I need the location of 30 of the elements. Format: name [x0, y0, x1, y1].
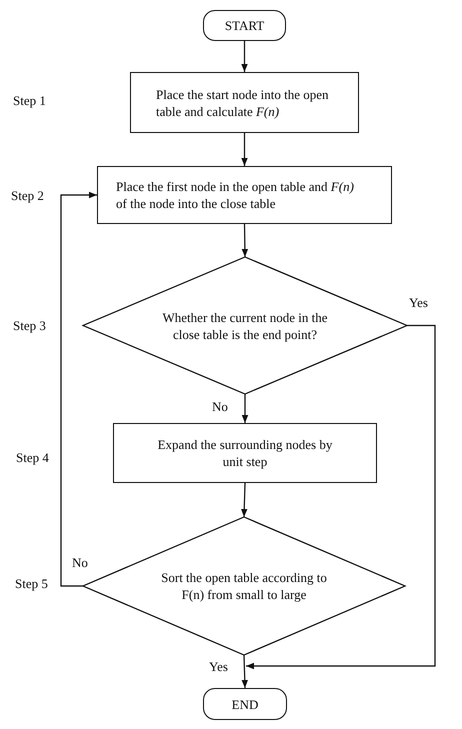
node-text: Place the first node in the open table and F(n) of the node into the close table [116, 178, 355, 212]
node-text: Sort the open table according to F(n) from small to large [160, 569, 328, 603]
node-text: Expand the surrounding nodes by unit step [156, 436, 334, 470]
node-text: START [224, 17, 264, 34]
terminal-box [203, 10, 286, 41]
edge-label: No [72, 555, 88, 570]
step-label: Step 1 [13, 93, 46, 108]
arrow [242, 394, 248, 423]
process-box [113, 423, 377, 483]
step-label: Step 3 [13, 318, 46, 333]
step-label: Step 4 [16, 450, 49, 465]
node-text: END [232, 696, 258, 712]
arrow [242, 224, 248, 257]
step-label: Step 5 [15, 576, 48, 591]
arrow [60, 192, 97, 587]
edge-label: No [212, 399, 228, 414]
arrow [241, 133, 248, 166]
edge-label: Yes [409, 295, 428, 310]
arrow [241, 41, 248, 72]
node-text: Place the start node into the open table and calculate F(n) [156, 86, 330, 120]
decision-diamond [83, 257, 407, 394]
process-box [97, 166, 392, 224]
process-box [130, 72, 359, 133]
arrow [246, 324, 436, 670]
terminal-box [203, 688, 287, 720]
node-text: Whether the current node in the close table is the end point? [162, 308, 328, 342]
arrow [241, 482, 248, 518]
edge-label: Yes [209, 659, 228, 674]
arrow [242, 654, 248, 688]
step-label: Step 2 [11, 188, 44, 203]
